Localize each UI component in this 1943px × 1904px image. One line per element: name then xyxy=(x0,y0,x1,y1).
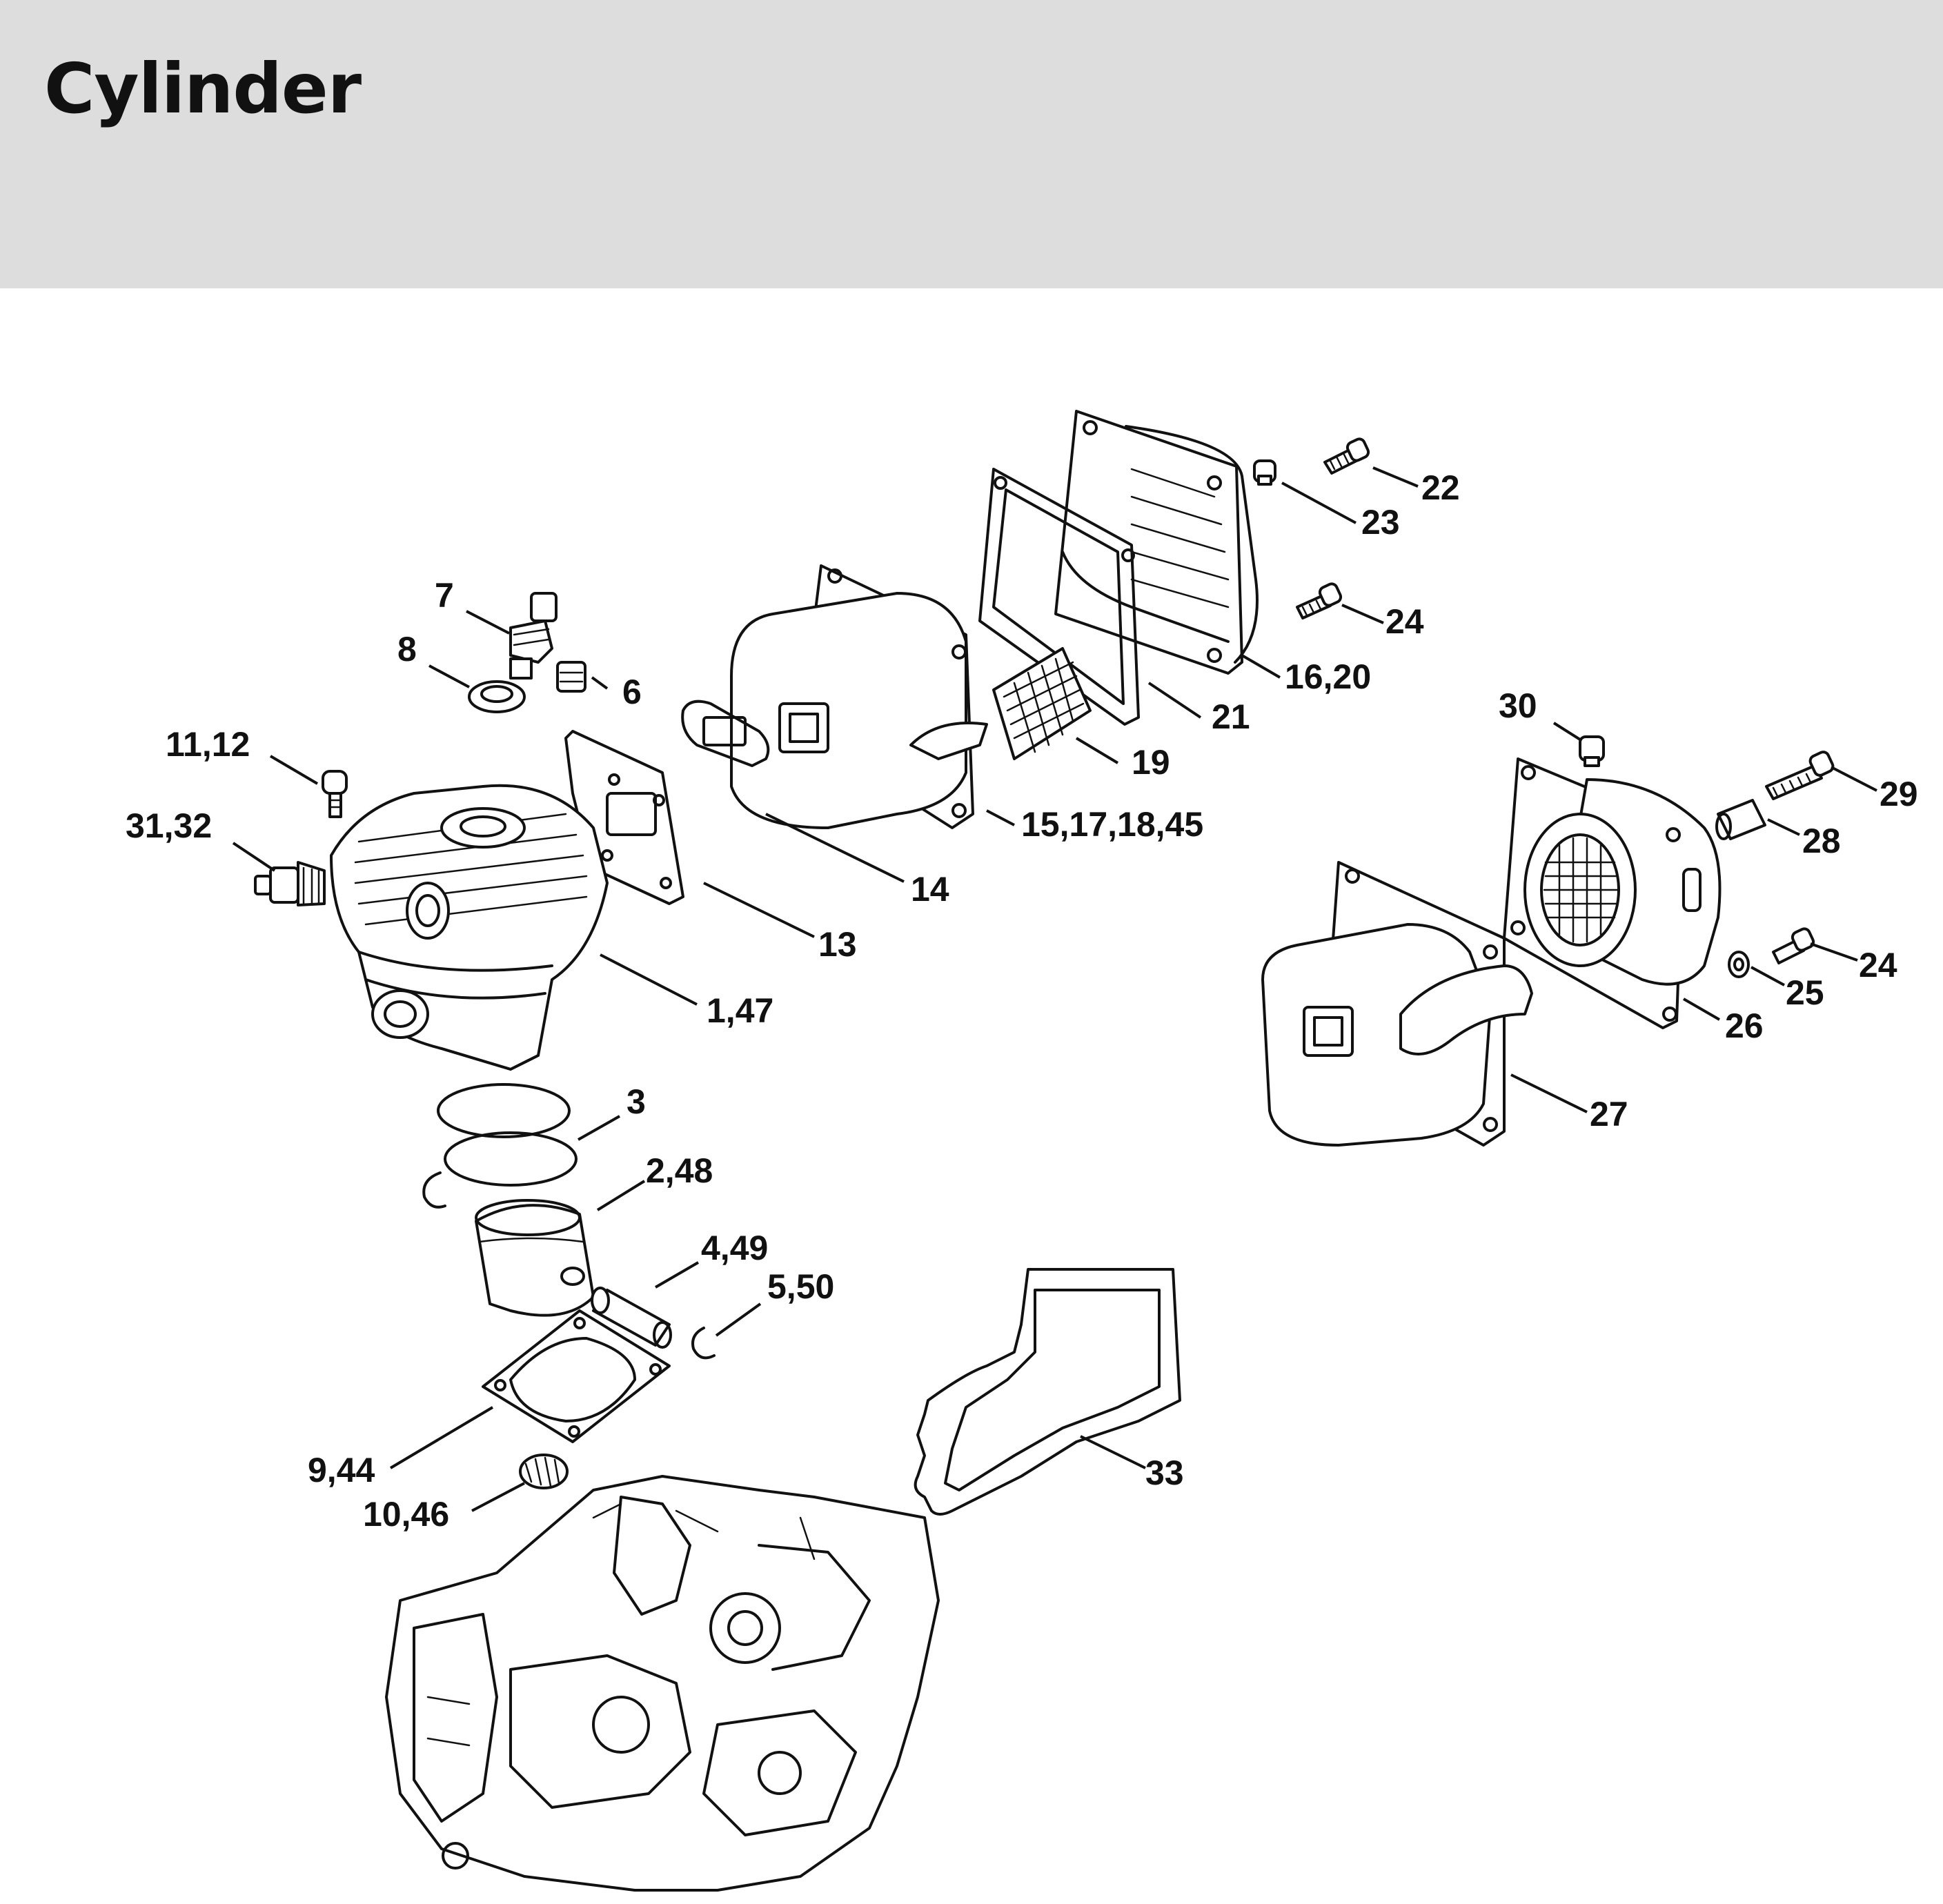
leader-lines xyxy=(232,466,1877,1512)
label-33: 33 xyxy=(1145,1454,1184,1492)
part-26-muffler-housing xyxy=(1503,757,1722,1029)
header-band xyxy=(0,0,1943,288)
label-4-49: 4,49 xyxy=(701,1229,768,1267)
label-25: 25 xyxy=(1786,973,1824,1012)
part-24-screw-upper xyxy=(1296,582,1343,619)
label-22: 22 xyxy=(1421,468,1460,507)
part-circlip-left xyxy=(422,1171,446,1209)
label-3: 3 xyxy=(627,1082,646,1121)
page-title: Cylinder xyxy=(44,48,362,129)
part-2-48-piston xyxy=(475,1199,595,1317)
part-25-washer xyxy=(1728,951,1750,978)
label-24-upper: 24 xyxy=(1385,602,1424,641)
part-31-32-valve xyxy=(254,861,326,906)
part-21-gasket xyxy=(978,468,1140,726)
label-27: 27 xyxy=(1590,1095,1628,1133)
part-23-screw xyxy=(1253,459,1276,486)
label-21: 21 xyxy=(1212,697,1250,736)
part-8-washer xyxy=(468,680,526,713)
label-11-12: 11,12 xyxy=(166,725,250,764)
part-4-49-piston-pin xyxy=(591,1287,672,1349)
label-16-20: 16,20 xyxy=(1285,657,1371,696)
part-27-muffler-shell xyxy=(1261,861,1533,1147)
label-26: 26 xyxy=(1725,1006,1764,1045)
label-23: 23 xyxy=(1361,503,1400,542)
part-7-valve xyxy=(509,592,558,680)
part-24-screw-lower xyxy=(1772,927,1815,964)
label-15-17-18-45: 15,17,18,45 xyxy=(1021,805,1203,844)
part-10-46-needle-cage xyxy=(519,1454,569,1489)
part-28-sleeve xyxy=(1715,799,1766,840)
part-9-44-base-gasket xyxy=(482,1309,671,1443)
label-24-lower: 24 xyxy=(1859,946,1897,984)
callout-labels: 22 23 24 16,20 21 19 15,17,18,45 7 8 6 1… xyxy=(126,468,1918,1534)
label-1-47: 1,47 xyxy=(707,991,773,1030)
label-10-46: 10,46 xyxy=(363,1495,449,1534)
label-6: 6 xyxy=(622,673,642,711)
part-3-piston-rings xyxy=(437,1083,578,1187)
part-33-crankcase-gasket xyxy=(914,1268,1181,1516)
part-29-screw xyxy=(1765,751,1835,800)
part-6-plug xyxy=(556,661,586,693)
part-5-50-circlip xyxy=(691,1327,716,1360)
part-14-gasket xyxy=(681,700,770,767)
label-5-50: 5,50 xyxy=(767,1267,834,1306)
label-8: 8 xyxy=(397,630,417,668)
part-19-spark-screen xyxy=(992,647,1092,760)
part-16-20-muffler-cover xyxy=(1054,410,1259,675)
label-9-44: 9,44 xyxy=(308,1451,375,1489)
label-30: 30 xyxy=(1499,686,1537,725)
part-22-screw xyxy=(1323,437,1370,475)
label-28: 28 xyxy=(1802,822,1841,860)
label-13: 13 xyxy=(818,925,857,964)
label-14: 14 xyxy=(911,870,949,909)
label-31-32: 31,32 xyxy=(126,806,212,845)
label-7: 7 xyxy=(435,576,454,615)
part-15-muffler-body xyxy=(730,564,988,829)
part-11-12-screw xyxy=(322,770,348,818)
crankcase-housing xyxy=(385,1475,940,1892)
part-1-47-cylinder xyxy=(330,784,609,1071)
label-2-48: 2,48 xyxy=(646,1151,713,1190)
part-30-nut xyxy=(1579,735,1605,767)
label-19: 19 xyxy=(1132,743,1170,782)
label-29: 29 xyxy=(1880,775,1918,813)
